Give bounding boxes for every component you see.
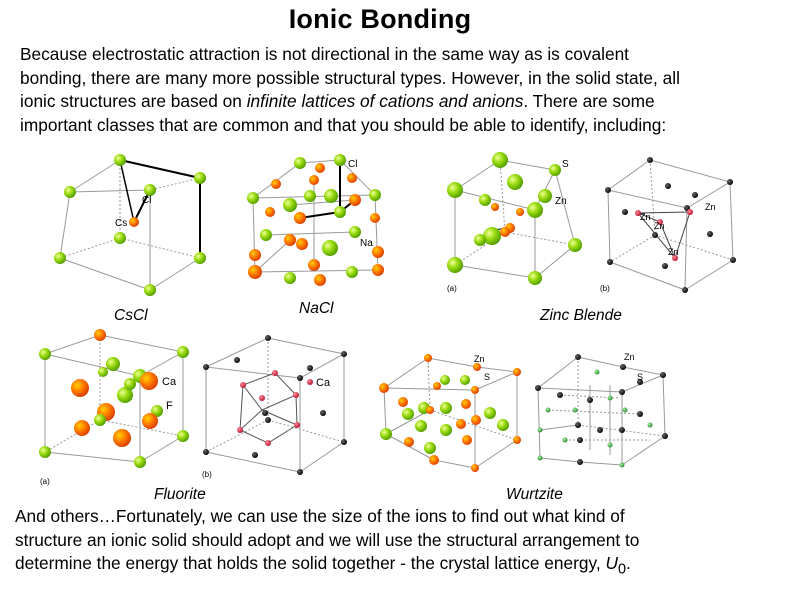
zinc-blende-b-structure [606, 159, 734, 291]
fluorite-label-b: (b) [202, 470, 212, 479]
intro-line-3: ionic structures are based on infinite l… [20, 90, 792, 114]
outro-line-3-end: . [625, 553, 631, 573]
nacl-atoms [247, 154, 384, 286]
cscl-label-cs: Cs [115, 218, 127, 229]
wurtzite-b-label-s: S [637, 372, 643, 382]
zinc-blende-a-atoms [447, 152, 582, 285]
zinc-blende-a-structure [454, 159, 576, 279]
wurtzite-b-atoms [535, 354, 668, 468]
intro-line-3-start: ionic structures are based on [20, 91, 247, 111]
caption-cscl: CsCl [114, 307, 148, 324]
outro-line-3: determine the energy that holds the soli… [15, 552, 785, 582]
caption-zinc-blende: Zinc Blende [540, 307, 622, 324]
outro-line-2: structure an ionic solid should adopt an… [15, 529, 640, 550]
intro-paragraph: Because electrostatic attraction is not … [20, 43, 792, 137]
fluorite-b-structure [204, 337, 346, 473]
fluorite-a-atoms [39, 329, 189, 468]
wurtzite-label-zn: Zn [474, 354, 485, 364]
fluorite-label-ca: Ca [162, 376, 177, 388]
lattice-energy-subscript: 0 [617, 561, 626, 578]
zb-label-s: S [562, 159, 569, 170]
fluorite-label-f: F [166, 400, 173, 412]
cscl-atoms [54, 154, 206, 296]
wurtzite-a-atoms [379, 354, 521, 472]
outro-paragraph: And others…Fortunately, we can use the s… [15, 505, 785, 582]
zb-label-zn: Zn [555, 196, 567, 207]
nacl-structure [252, 159, 379, 273]
zb-label-b: (b) [600, 284, 610, 293]
intro-line-3-end: . There are some [523, 91, 655, 111]
intro-line-4: important classes that are common and th… [20, 114, 667, 135]
wurtzite-b-structure [536, 356, 666, 466]
caption-wurtzite: Wurtzite [506, 486, 563, 503]
intro-emphasis: infinite lattices of cations and anions [246, 91, 524, 111]
fluorite-a-structure [43, 334, 185, 463]
nacl-label-na: Na [360, 238, 373, 249]
wurtzite-a-structure [382, 357, 519, 469]
zb-label-a: (a) [447, 284, 457, 293]
fluorite-b-atoms [203, 335, 347, 475]
cscl-label-cl: Cl [142, 195, 151, 206]
zb-b-label-zn-2: Zn [654, 221, 665, 231]
outro-line-3-text: determine the energy that holds the soli… [15, 553, 606, 573]
caption-nacl: NaCl [299, 300, 334, 317]
zb-b-label-zn-3: Zn [705, 202, 716, 212]
slide-title: Ionic Bonding [288, 4, 472, 34]
fluorite-b-label-ca: Ca [316, 377, 331, 389]
fluorite-label-a: (a) [40, 477, 50, 486]
caption-fluorite: Fluorite [154, 486, 206, 503]
intro-line-1: Because electrostatic attraction is not … [20, 44, 629, 64]
zb-b-label-zn-1: Zn [640, 212, 651, 222]
wurtzite-b-label-zn: Zn [624, 352, 635, 362]
outro-line-1: And others…Fortunately, we can use the s… [15, 506, 625, 526]
intro-line-2: bonding, there are many more possible st… [20, 67, 680, 88]
lattice-energy-symbol: U [605, 553, 618, 573]
zinc-blende-b-atoms [605, 157, 736, 293]
zb-b-label-zn-4: Zn [668, 247, 679, 257]
wurtzite-label-s: S [484, 372, 490, 382]
nacl-label-cl: Cl [348, 159, 357, 170]
